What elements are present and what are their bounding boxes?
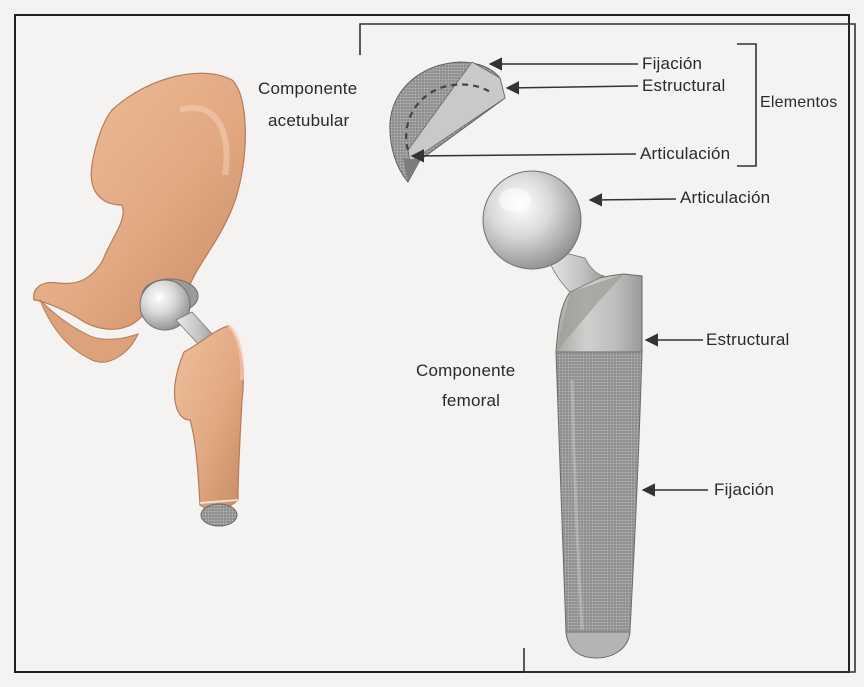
- arrow-femoral-articulation: [590, 199, 676, 200]
- label-femoral-fixation: Fijación: [714, 481, 774, 498]
- label-elements: Elementos: [760, 95, 837, 111]
- label-acetabular-articulation: Articulación: [640, 145, 730, 162]
- acetabular-component: [390, 62, 505, 182]
- pelvis-illustration: [34, 73, 246, 526]
- label-acetabular-fixation: Fijación: [642, 55, 702, 72]
- label-femoral-component-line2: femoral: [442, 392, 500, 409]
- elements-bracket: [737, 44, 756, 166]
- label-femoral-structural: Estructural: [706, 331, 789, 348]
- label-acetabular-component-line2: acetubular: [268, 112, 349, 129]
- arrow-acetabular-structural: [507, 86, 638, 88]
- label-acetabular-structural: Estructural: [642, 77, 725, 94]
- femoral-component: [483, 171, 642, 658]
- label-femoral-component-line1: Componente: [416, 362, 515, 379]
- arrow-acetabular-articulation: [412, 154, 636, 156]
- label-acetabular-component-line1: Componente: [258, 80, 357, 97]
- label-femoral-articulation: Articulación: [680, 189, 770, 206]
